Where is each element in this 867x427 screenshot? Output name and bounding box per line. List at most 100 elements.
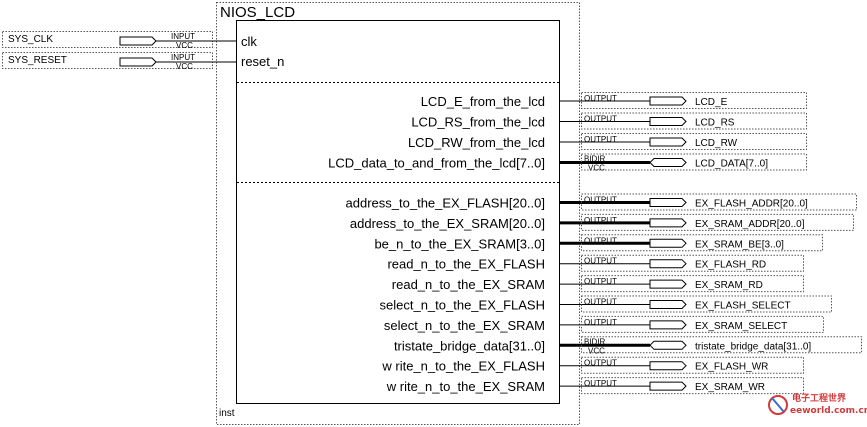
- output-port-frame: [581, 193, 857, 211]
- output-port-frame: [581, 254, 804, 272]
- instance-frame: [216, 2, 580, 425]
- output-port-symbol: [649, 218, 687, 228]
- input-pin-name: reset_n: [241, 54, 284, 69]
- output-net-label: EX_SRAM_RD: [695, 280, 763, 291]
- output-type-label: OUTPUT: [584, 135, 617, 144]
- output-port-symbol: [649, 361, 687, 371]
- output-net-label: EX_SRAM_SELECT: [695, 321, 787, 332]
- output-net-label: EX_SRAM_ADDR[20..0]: [695, 219, 805, 230]
- output-pin-name: LCD_RS_from_the_lcd: [411, 115, 545, 130]
- output-type-label: OUTPUT: [584, 196, 617, 205]
- output-net-label: LCD_RW: [695, 138, 738, 149]
- output-port-symbol: [649, 300, 687, 309]
- output-port-frame: [581, 213, 854, 231]
- output-port-symbol: [649, 279, 687, 289]
- output-type-label: OUTPUT: [584, 318, 617, 327]
- output-type-label: OUTPUT: [584, 115, 617, 124]
- output-type-label: OUTPUT: [584, 216, 617, 225]
- output-port-symbol: [649, 198, 687, 207]
- output-port-frame: [581, 92, 807, 109]
- input-port-symbol: [119, 57, 157, 67]
- output-port-frame: [581, 295, 832, 313]
- output-net-label: LCD_DATA[7..0]: [695, 159, 768, 170]
- output-pin-row[interactable]: select_n_to_the_EX_SRAM OUTPUT EX_SRAM_SEL…: [384, 315, 824, 333]
- output-pin-row[interactable]: LCD_data_to_and_from_the_lcd[7..0]BIDIRV…: [328, 153, 807, 173]
- input-pin-sys-clk[interactable]: SYS_CLK INPUT VCC clk: [2, 31, 258, 51]
- output-port-frame: [581, 315, 824, 333]
- output-net-label: EX_FLASH_RD: [695, 260, 766, 271]
- output-pin-name: w rite_n_to_the_EX_SRAM: [386, 379, 545, 394]
- output-port-symbol: [649, 259, 687, 269]
- output-port-frame: [581, 133, 807, 150]
- output-pin-row[interactable]: select_n_to_the_EX_FLASH OUTPUT EX_FLASH_S…: [380, 295, 832, 313]
- output-pin-row[interactable]: w rite_n_to_the_EX_SRAM OUTPUT EX_SRAM_WR: [386, 377, 804, 395]
- output-type-label: BIDIR: [584, 337, 606, 346]
- input-port-symbol: [119, 36, 157, 46]
- output-pin-row[interactable]: read_n_to_the_EX_FLASH OUTPUT EX_FLASH_RD: [387, 254, 804, 272]
- output-type-label: OUTPUT: [584, 298, 617, 307]
- output-port-frame: [581, 153, 807, 171]
- output-type-label: OUTPUT: [584, 379, 617, 388]
- block-title: NIOS_LCD: [220, 4, 295, 21]
- input-port-frame: [2, 31, 213, 48]
- memory-output-pins: address_to_the_EX_FLASH[20..0] OUTPUT EX_F…: [346, 193, 862, 395]
- output-pin-row[interactable]: address_to_the_EX_SRAM[20..0] OUTPUT EX_SR…: [350, 213, 854, 231]
- output-pin-name: select_n_to_the_EX_FLASH: [380, 298, 546, 313]
- output-port-symbol: [649, 320, 687, 330]
- output-pin-row[interactable]: LCD_RW_from_the_lcd OUTPUT LCD_RW: [408, 133, 807, 151]
- output-port-symbol: [649, 381, 687, 391]
- output-pin-name: read_n_to_the_EX_SRAM: [392, 277, 545, 292]
- watermark-site-text: eeworld.com.cn: [790, 406, 867, 416]
- instance-label: inst: [219, 408, 235, 419]
- output-type-label: OUTPUT: [584, 236, 617, 245]
- output-pin-row[interactable]: address_to_the_EX_FLASH[20..0] OUTPUT EX_F…: [346, 193, 857, 211]
- output-net-label: EX_FLASH_WR: [695, 362, 768, 373]
- output-net-label: tristate_bridge_data[31..0]: [695, 341, 811, 352]
- output-port-frame: [581, 234, 823, 252]
- output-port-frame: [581, 356, 804, 374]
- output-pin-name: read_n_to_the_EX_FLASH: [387, 257, 545, 272]
- output-net-label: EX_FLASH_SELECT: [695, 301, 791, 312]
- output-pin-name: w rite_n_to_the_EX_FLASH: [381, 359, 545, 374]
- output-net-label: LCD_E: [695, 97, 728, 108]
- output-port-symbol: [649, 238, 687, 248]
- output-port-symbol: [649, 137, 687, 147]
- eeworld-logo-icon: [768, 395, 788, 415]
- output-pin-name: LCD_E_from_the_lcd: [421, 94, 545, 109]
- output-port-frame: [581, 377, 804, 395]
- output-net-label: EX_SRAM_WR: [695, 382, 765, 393]
- block-body: [236, 20, 560, 404]
- output-sub-label: VCC: [588, 346, 605, 355]
- output-type-label: BIDIR: [584, 155, 606, 164]
- output-pin-row[interactable]: read_n_to_the_EX_SRAM OUTPUT EX_SRAM_RD: [392, 275, 804, 293]
- input-pin-sys-reset[interactable]: SYS_RESET INPUT VCC reset_n: [2, 52, 285, 72]
- input-pins: SYS_CLK INPUT VCC clk SYS_RESET INPUT VC…: [2, 31, 285, 72]
- output-net-label: EX_FLASH_ADDR[20..0]: [695, 199, 808, 210]
- input-pin-name: clk: [241, 34, 257, 49]
- bidir-port-symbol: [649, 158, 687, 167]
- output-type-label: OUTPUT: [584, 257, 617, 266]
- input-port-frame: [2, 52, 213, 69]
- input-net-label: SYS_RESET: [8, 55, 67, 66]
- input-type-label: INPUT: [171, 53, 195, 62]
- output-pin-name: select_n_to_the_EX_SRAM: [384, 318, 545, 333]
- output-pin-name: tristate_bridge_data[31..0]: [394, 338, 545, 353]
- watermark-logo-text: 电子工程世界: [792, 392, 846, 404]
- output-port-symbol: [649, 96, 687, 106]
- input-sub-label: VCC: [176, 62, 193, 71]
- output-pin-name: address_to_the_EX_FLASH[20..0]: [346, 196, 545, 211]
- output-type-label: OUTPUT: [584, 277, 617, 286]
- output-pin-name: LCD_RW_from_the_lcd: [408, 135, 545, 150]
- output-port-symbol: [649, 117, 687, 126]
- bidir-port-symbol: [649, 340, 687, 350]
- input-type-label: INPUT: [171, 32, 195, 41]
- output-pin-name: address_to_the_EX_SRAM[20..0]: [350, 216, 545, 231]
- output-port-frame: [581, 336, 862, 354]
